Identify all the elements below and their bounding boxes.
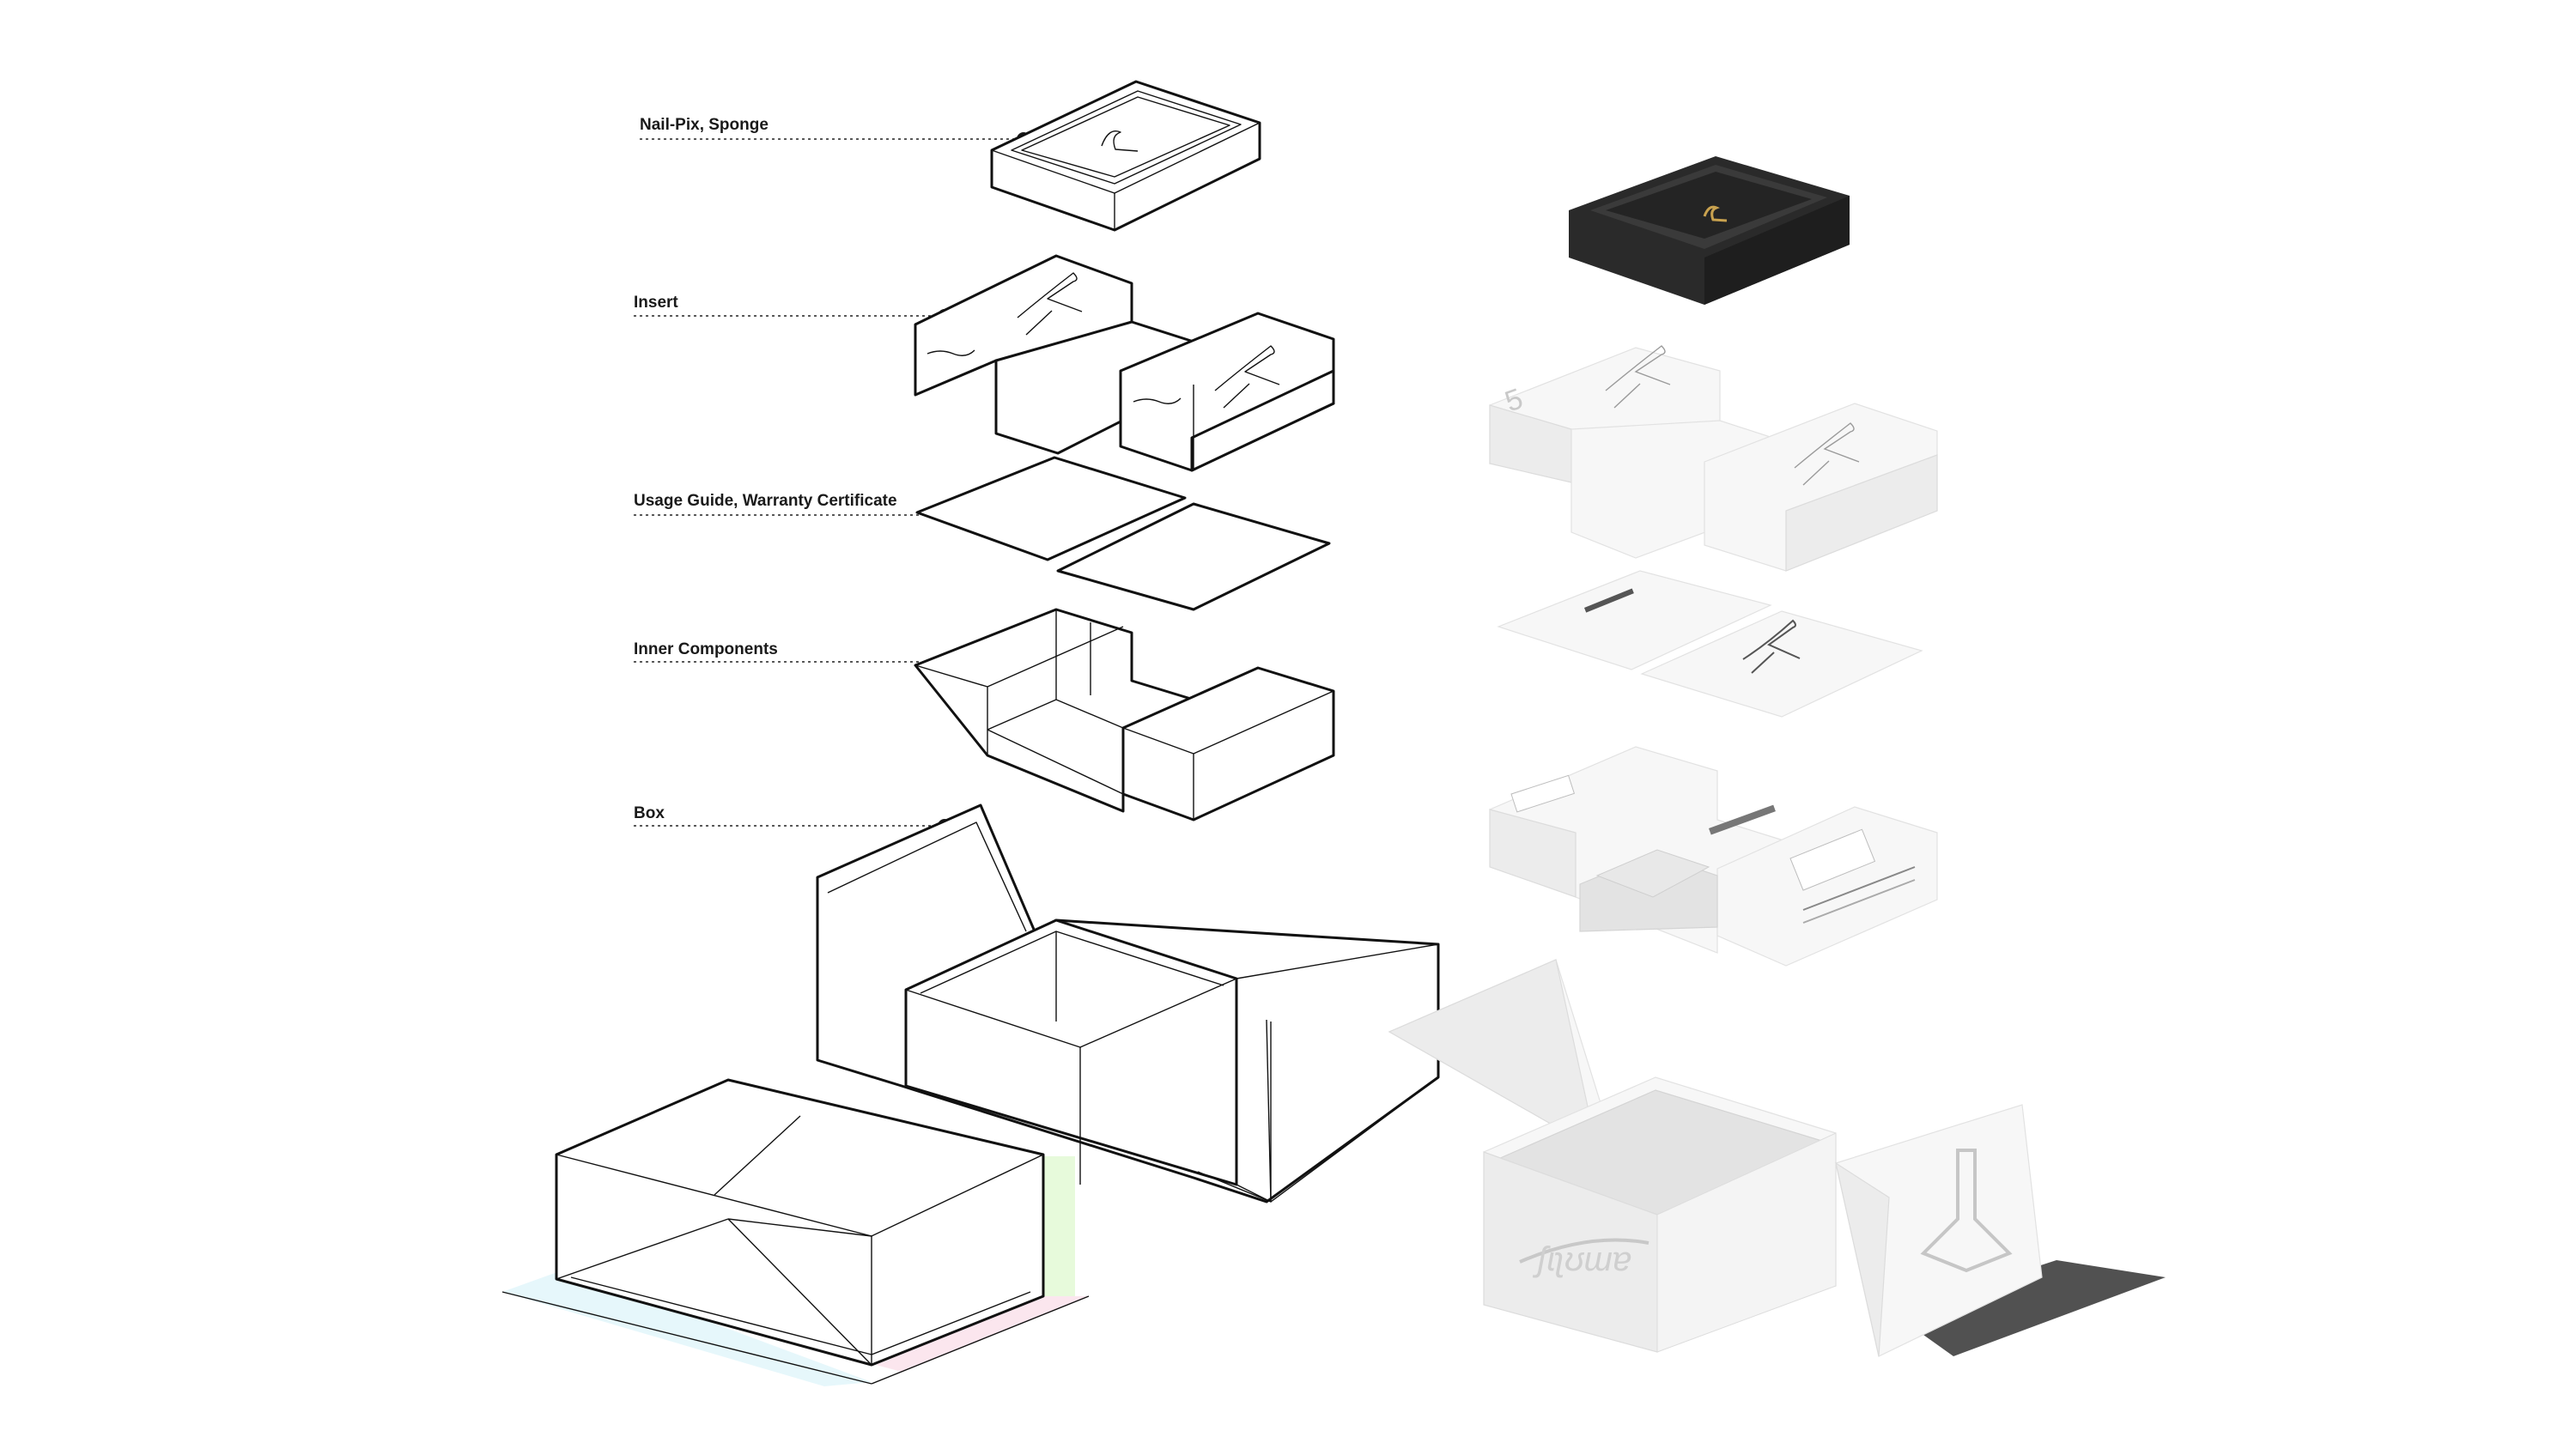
line-insert [915,256,1334,470]
callout-label-usage-guide: Usage Guide, Warranty Certificate [634,492,897,510]
callout-label-insert: Insert [634,294,678,312]
render-insert: 5 [1490,346,1937,571]
callout-inner-components: Inner Components [634,640,951,669]
render-inner-components [1490,747,1937,966]
render-dark-tray [1569,156,1850,305]
line-inner-components [915,609,1334,820]
line-tray [992,82,1260,230]
swatch-green [1043,1156,1075,1296]
callout-box: Box [634,804,951,833]
svg-text:ʃɩʅʊɯɐ: ʃɩʅʊɯɐ [1532,1240,1631,1278]
line-closed-box [502,1080,1089,1386]
render-open-box: ʃɩʅʊɯɐ [1389,960,2166,1356]
callout-nail-pix: Nail-Pix, Sponge [640,116,1030,146]
callout-insert: Insert [634,294,951,323]
callout-label-inner-components: Inner Components [634,640,778,658]
render-guides [1498,571,1922,717]
line-guides [917,458,1329,609]
callout-label-box: Box [634,804,665,822]
callout-usage-guide: Usage Guide, Warranty Certificate [634,492,951,522]
callout-label-nail-pix: Nail-Pix, Sponge [640,116,769,134]
